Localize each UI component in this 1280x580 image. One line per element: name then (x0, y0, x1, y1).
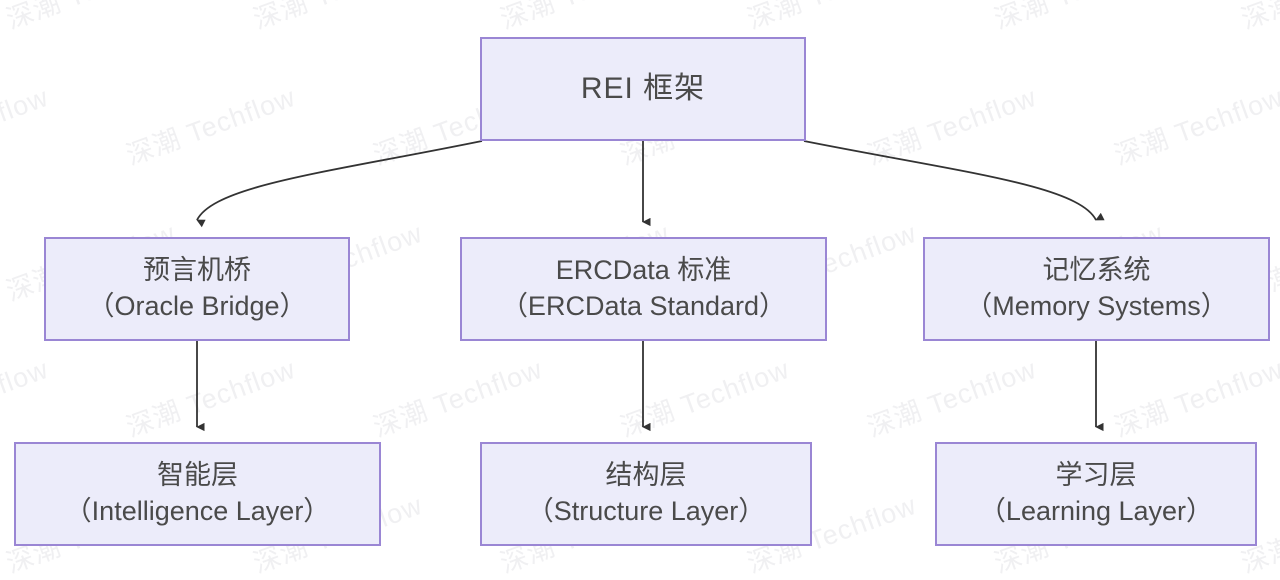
node-label-en: （ERCData Standard） (500, 291, 787, 321)
node-label-cn: 预言机桥 (143, 255, 251, 286)
node-structure-layer[interactable]: 结构层 （Structure Layer） (480, 442, 812, 546)
watermark-text: 深潮 Techflow (122, 353, 300, 443)
watermark-text: 深潮 Techflow (0, 0, 180, 37)
node-label-cn: 学习层 (1055, 460, 1137, 491)
node-label-cn: ERCData 标准 (555, 255, 732, 286)
watermark-text: 深潮 Techflow (0, 81, 53, 171)
node-rei-framework[interactable]: REI 框架 (480, 37, 806, 141)
watermark-text: 深潮 Techflow (988, 0, 1168, 37)
node-label-cn: 结构层 (605, 460, 687, 491)
watermark-text: 深潮 Techflow (863, 353, 1041, 443)
node-label-en: （Memory Systems） (965, 291, 1228, 321)
node-oracle-bridge[interactable]: 预言机桥 （Oracle Bridge） (44, 237, 350, 341)
edge-root-to-memory-systems (803, 140, 1105, 221)
node-ercdata-standard[interactable]: ERCData 标准 （ERCData Standard） (460, 237, 827, 341)
watermark-text: 深潮 Techflow (0, 353, 53, 443)
watermark-text: 深潮 Techflow (741, 0, 921, 37)
edge-root-to-oracle-bridge (196, 140, 483, 228)
node-learning-layer[interactable]: 学习层 （Learning Layer） (935, 442, 1257, 546)
node-label-cn: 智能层 (157, 460, 238, 491)
watermark-text: 深潮 Techflow (1235, 0, 1280, 37)
watermark-text: 深潮 Techflow (1110, 81, 1280, 171)
watermark-text: 深潮 Techflow (122, 81, 300, 171)
node-memory-systems[interactable]: 记忆系统 （Memory Systems） (923, 237, 1270, 341)
watermark-text: 深潮 Techflow (247, 0, 427, 37)
watermark-text: 深潮 Techflow (1110, 353, 1280, 443)
node-label-cn: REI 框架 (580, 72, 706, 106)
node-intelligence-layer[interactable]: 智能层 （Intelligence Layer） (14, 442, 381, 546)
node-label-en: （Intelligence Layer） (64, 496, 331, 526)
node-label-en: （Learning Layer） (978, 496, 1214, 526)
watermark-text: 深潮 Techflow (369, 353, 547, 443)
watermark-text: 深潮 Techflow (494, 0, 674, 37)
node-label-en: （Structure Layer） (526, 496, 766, 526)
node-label-en: （Oracle Bridge） (87, 291, 307, 321)
watermark-text: 深潮 Techflow (616, 353, 794, 443)
node-label-cn: 记忆系统 (1042, 255, 1151, 286)
watermark-text: 深潮 Techflow (863, 81, 1041, 171)
